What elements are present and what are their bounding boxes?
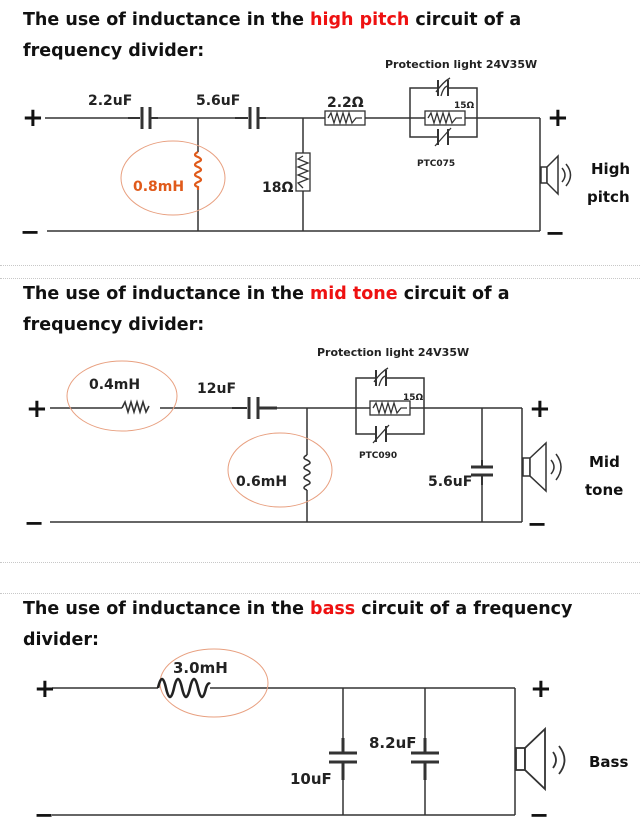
label-0-8mh: 0.8mH: [133, 179, 184, 195]
label-2-2-ohm: 2.2Ω: [327, 95, 364, 111]
high-pitch-heading: The use of inductance in the high pitch …: [23, 5, 623, 67]
protection-lamp-symbol: [373, 367, 389, 387]
label-ptc075: PTC075: [417, 159, 455, 169]
bass-heading: The use of inductance in the bass circui…: [23, 594, 623, 656]
inductor-0-8mh: [120, 140, 226, 216]
inductor-0-6mh: [227, 432, 333, 508]
output-minus: −: [527, 510, 547, 538]
protection-lamp-symbol: [435, 77, 451, 97]
speaker-label: Bass: [589, 753, 628, 771]
capacitor-5-6uf: [471, 460, 493, 485]
label-12uf: 12uF: [197, 381, 236, 397]
speaker-label-line1: High: [591, 160, 630, 178]
speaker-icon: [522, 441, 562, 493]
output-plus: +: [530, 674, 552, 704]
heading-highlight: high pitch: [310, 10, 410, 30]
label-10uf: 10uF: [290, 770, 332, 788]
label-5-6uf: 5.6uF: [196, 93, 240, 109]
label-8-2uf: 8.2uF: [369, 734, 417, 752]
high-pitch-circuit: 2.2uF 5.6uF 2.2Ω 15Ω Protection light 24…: [20, 58, 630, 247]
output-plus: +: [547, 103, 569, 133]
heading-highlight: bass: [310, 599, 356, 619]
label-0-6mh: 0.6mH: [236, 474, 287, 490]
section-divider: [0, 593, 640, 594]
heading-text: frequency divider:: [23, 315, 205, 335]
resistor-15-ohm: [424, 110, 466, 126]
heading-text: divider:: [23, 630, 99, 650]
mid-tone-circuit: 0.4mH 12uF Protection light 24V35W 15Ω P…: [24, 346, 623, 538]
heading-text: circuit of a: [409, 10, 522, 30]
label-ptc090: PTC090: [359, 451, 397, 461]
speaker-label-line2: pitch: [587, 188, 630, 206]
inductor-0-4mh: [66, 360, 178, 432]
resistor-18-ohm: [295, 152, 311, 192]
heading-text: frequency divider:: [23, 41, 205, 61]
label-protection-light: Protection light 24V35W: [385, 58, 537, 71]
inductor-3-0mh: [156, 648, 269, 718]
label-15-ohm: 15Ω: [403, 393, 424, 403]
section-divider: [0, 562, 640, 563]
heading-text: circuit of a: [397, 284, 510, 304]
mid-tone-heading: The use of inductance in the mid tone ci…: [23, 279, 623, 341]
output-plus: +: [529, 394, 551, 424]
heading-text: circuit of a frequency: [355, 599, 573, 619]
label-5-6uf: 5.6uF: [428, 474, 472, 490]
resistor-2-2-ohm: [324, 110, 366, 126]
speaker-icon: [515, 726, 566, 792]
input-minus: −: [20, 218, 40, 246]
heading-text: The use of inductance in the: [23, 284, 311, 304]
output-minus: −: [529, 801, 549, 829]
label-protection-light: Protection light 24V35W: [317, 346, 469, 359]
bass-circuit: 3.0mH 10uF 8.2uF + − + − Bass: [34, 648, 628, 829]
speaker-label-line2: tone: [585, 481, 623, 499]
label-0-4mh: 0.4mH: [89, 377, 140, 393]
label-3-0mh: 3.0mH: [173, 659, 228, 677]
heading-text: The use of inductance in the: [23, 599, 311, 619]
section-divider: [0, 265, 640, 266]
speaker-label-line1: Mid: [589, 453, 620, 471]
capacitor-2-2uf: [128, 107, 158, 129]
ptc-symbol: [372, 424, 390, 444]
label-2-2uf: 2.2uF: [88, 93, 132, 109]
input-plus: +: [22, 103, 44, 133]
input-plus: +: [26, 394, 48, 424]
label-18-ohm: 18Ω: [262, 180, 293, 196]
capacitor-10uf: [329, 738, 357, 780]
capacitor-12uf: [232, 397, 277, 419]
input-minus: −: [34, 801, 54, 829]
input-minus: −: [24, 509, 44, 537]
heading-text: The use of inductance in the: [23, 10, 311, 30]
heading-highlight: mid tone: [310, 284, 398, 304]
label-15-ohm: 15Ω: [454, 101, 475, 111]
section-divider: [0, 278, 640, 279]
input-plus: +: [34, 674, 56, 704]
output-minus: −: [545, 219, 565, 247]
capacitor-5-6uf: [235, 107, 266, 129]
capacitor-8-2uf: [411, 738, 439, 780]
ptc-symbol: [434, 127, 452, 147]
resistor-15-ohm: [369, 400, 411, 416]
speaker-icon: [540, 154, 572, 196]
